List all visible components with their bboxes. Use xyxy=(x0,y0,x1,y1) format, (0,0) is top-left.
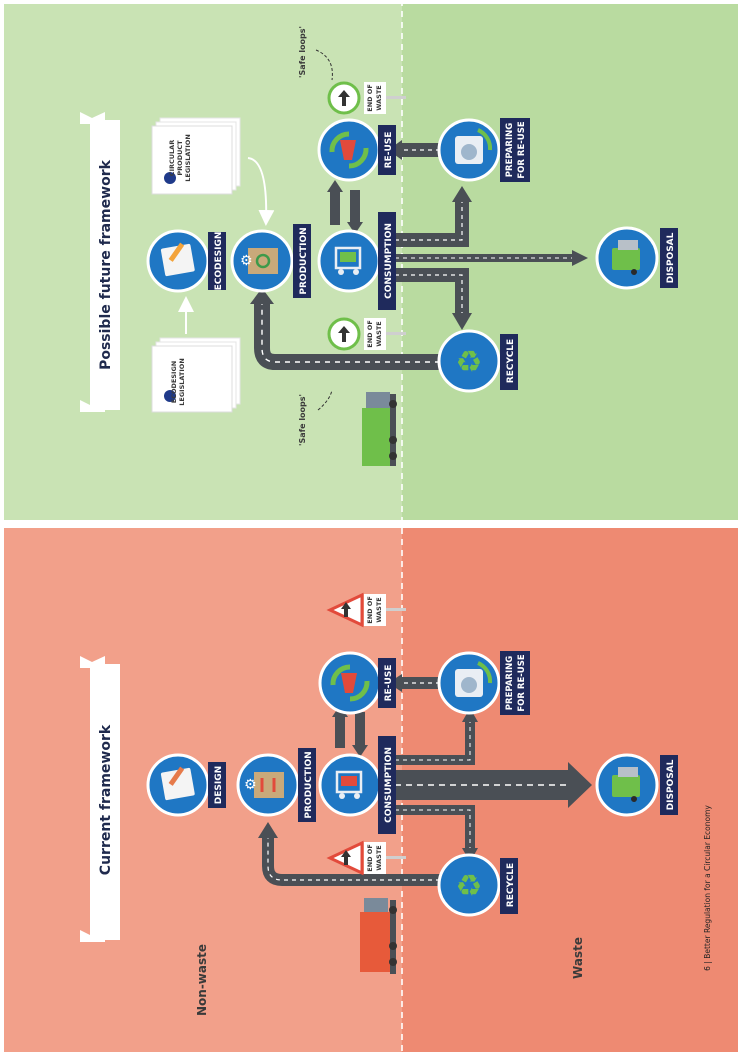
future-node-recycle: ♻ RECYCLE xyxy=(437,329,518,393)
future-node-preparing: PREPARING FOR RE-USE xyxy=(437,118,530,182)
gear-icon: ⚙ xyxy=(240,253,253,269)
safe-loops-top: 'Safe loops' xyxy=(298,26,333,81)
svg-text:WASTE: WASTE xyxy=(375,597,383,622)
future-label-production: PRODUCTION xyxy=(299,227,309,294)
future-label-disposal: DISPOSAL xyxy=(666,232,676,283)
future-label-preparing-2: FOR RE-USE xyxy=(517,121,527,178)
svg-text:END OF: END OF xyxy=(366,84,374,112)
recycle-icon: ♻ xyxy=(456,869,483,904)
region-label-nonwaste: Non-waste xyxy=(195,944,209,1016)
current-node-consumption: CONSUMPTION xyxy=(318,736,396,834)
future-label-ecodesign: ECODESIGN xyxy=(214,232,224,291)
region-label-waste: Waste xyxy=(571,937,585,979)
future-end-of-waste-top: END OF WASTE xyxy=(327,81,406,115)
current-end-of-waste-bottom: END OF WASTE xyxy=(326,840,406,876)
svg-text:LEGISLATION: LEGISLATION xyxy=(184,134,192,182)
current-roads xyxy=(258,674,592,886)
future-label-preparing-1: PREPARING xyxy=(505,123,515,177)
recycle-icon: ♻ xyxy=(456,345,483,380)
current-label-reuse: RE-USE xyxy=(384,665,394,702)
svg-text:WASTE: WASTE xyxy=(375,845,383,870)
future-node-production: ⚙ PRODUCTION xyxy=(230,224,311,298)
svg-text:PRODUCT: PRODUCT xyxy=(176,140,184,176)
current-node-disposal: DISPOSAL xyxy=(595,753,678,817)
footer-text: 6 | Better Regulation for a Circular Eco… xyxy=(703,805,712,971)
svg-text:CIRCULAR: CIRCULAR xyxy=(168,140,176,176)
arrow-circular-legislation xyxy=(247,157,275,226)
current-node-recycle: ♻ RECYCLE xyxy=(437,853,518,917)
svg-text:WASTE: WASTE xyxy=(375,321,383,346)
ecodesign-legislation-doc: ECODESIGN LEGISLATION xyxy=(151,337,241,413)
current-node-design: DESIGN xyxy=(146,753,226,817)
current-end-of-waste-top: END OF WASTE xyxy=(326,592,406,628)
future-node-ecodesign: ECODESIGN xyxy=(146,229,226,293)
safe-loops-bottom: 'Safe loops' xyxy=(298,389,333,446)
current-node-reuse: RE-USE xyxy=(318,651,396,715)
current-label-preparing-1: PREPARING xyxy=(505,656,515,710)
svg-text:'Safe loops': 'Safe loops' xyxy=(298,26,307,78)
current-label-production: PRODUCTION xyxy=(304,751,314,818)
svg-text:END OF: END OF xyxy=(366,844,374,872)
current-node-production: ⚙ PRODUCTION xyxy=(236,748,316,822)
svg-text:LEGISLATION: LEGISLATION xyxy=(178,358,186,406)
future-title-banner: Possible future framework xyxy=(80,112,120,412)
current-title: Current framework xyxy=(98,724,114,875)
svg-text:END OF: END OF xyxy=(366,320,374,348)
current-label-design: DESIGN xyxy=(214,766,224,804)
future-title: Possible future framework xyxy=(98,159,114,370)
current-label-consumption: CONSUMPTION xyxy=(384,747,394,823)
future-end-of-waste-bottom: END OF WASTE xyxy=(327,317,406,351)
future-label-recycle: RECYCLE xyxy=(506,339,516,383)
future-node-reuse: RE-USE xyxy=(317,118,396,182)
svg-text:END OF: END OF xyxy=(366,596,374,624)
truck-icon xyxy=(362,392,397,466)
circular-product-legislation-doc: CIRCULAR PRODUCT LEGISLATION xyxy=(151,117,241,195)
svg-text:WASTE: WASTE xyxy=(375,85,383,110)
future-label-consumption: CONSUMPTION xyxy=(384,223,394,299)
current-label-preparing-2: FOR RE-USE xyxy=(517,654,527,711)
future-roads xyxy=(250,140,588,370)
future-label-reuse: RE-USE xyxy=(384,132,394,169)
current-label-disposal: DISPOSAL xyxy=(666,759,676,810)
svg-text:ECODESIGN: ECODESIGN xyxy=(170,361,178,403)
gear-icon: ⚙ xyxy=(244,777,257,793)
current-label-recycle: RECYCLE xyxy=(506,863,516,907)
future-node-consumption: CONSUMPTION xyxy=(317,212,396,310)
current-node-preparing: PREPARING FOR RE-USE xyxy=(437,651,530,715)
current-title-banner: Current framework xyxy=(80,656,120,942)
future-node-disposal: DISPOSAL xyxy=(595,226,678,290)
svg-text:'Safe loops': 'Safe loops' xyxy=(298,394,307,446)
truck-icon xyxy=(360,898,397,974)
